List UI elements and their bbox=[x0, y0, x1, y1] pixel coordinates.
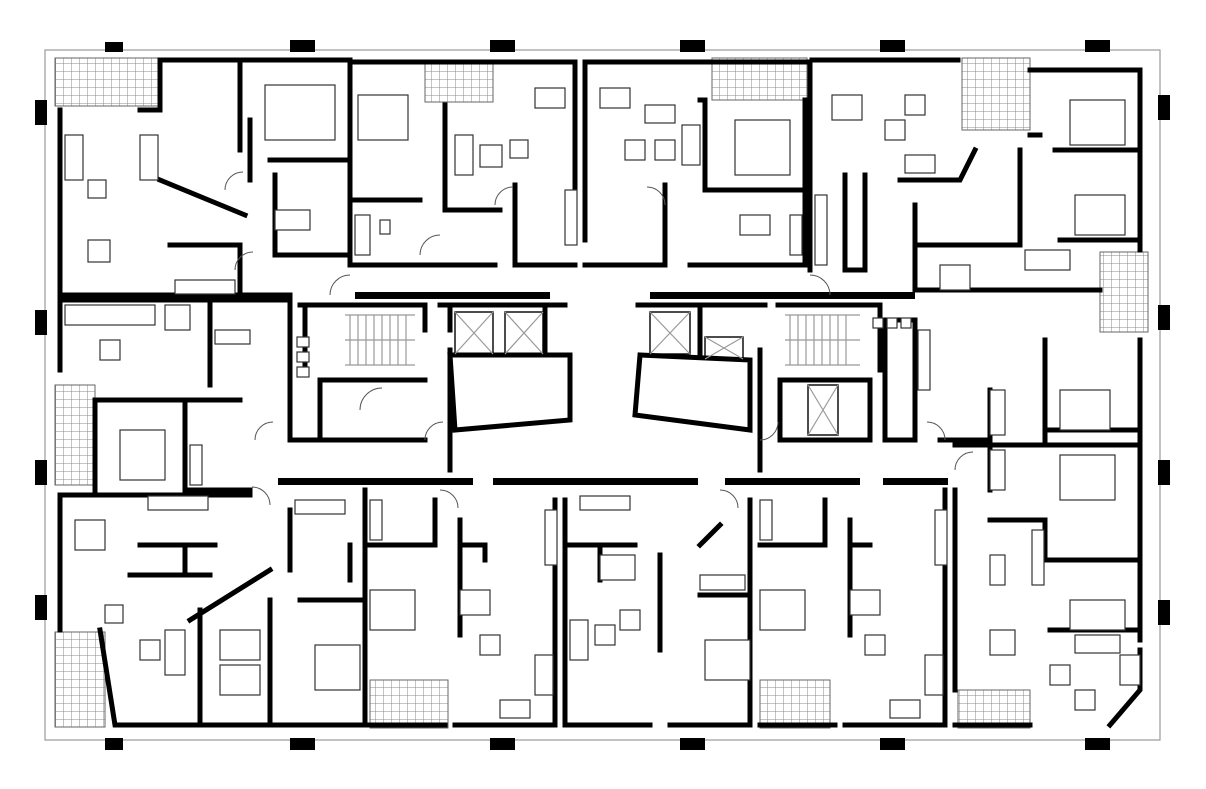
furniture bbox=[64, 84, 1141, 719]
facade-piers bbox=[35, 40, 1170, 750]
balconies bbox=[54, 57, 1149, 729]
exterior-walls bbox=[57, 57, 1143, 729]
left-apartments-walls bbox=[57, 297, 368, 728]
core-walls bbox=[287, 292, 918, 473]
door-swings bbox=[224, 171, 974, 509]
bottom-apartments-walls bbox=[278, 337, 1143, 728]
bathroom-fixtures bbox=[189, 209, 1006, 591]
stair-left bbox=[345, 314, 415, 366]
stair-right bbox=[785, 314, 860, 366]
kitchen-counters bbox=[147, 189, 1045, 586]
top-apartments-walls bbox=[57, 57, 1143, 298]
site-outline bbox=[44, 49, 1161, 741]
